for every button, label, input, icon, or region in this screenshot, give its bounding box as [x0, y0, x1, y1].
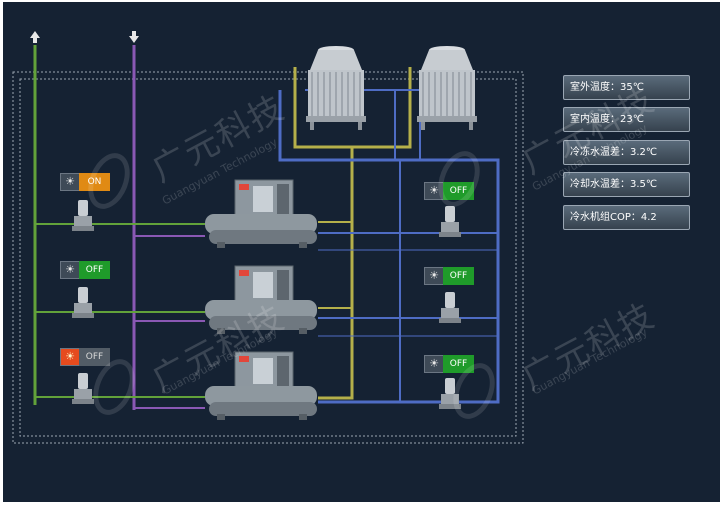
right-pump-3[interactable]	[437, 378, 463, 410]
left-pump-3[interactable]	[70, 373, 96, 405]
left-pump-3-switch[interactable]: ☀ OFF	[60, 348, 110, 366]
left-pump-1-switch[interactable]: ☀ ON	[60, 173, 110, 191]
light-bulb-icon: ☀	[60, 173, 80, 191]
right-pump-3-switch[interactable]: ☀ OFF	[424, 355, 474, 373]
up-arrow-icon	[30, 31, 40, 43]
right-pump-1-switch[interactable]: ☀ OFF	[424, 182, 474, 200]
indoor-temperature-readout: 室内温度：23℃	[563, 107, 690, 132]
left-pump-1-state: ON	[79, 173, 110, 191]
plant-boundary-inner	[19, 78, 517, 437]
chiller-cop-readout: 冷水机组COP：4.2	[563, 205, 690, 230]
chiller-3[interactable]	[203, 350, 323, 422]
down-arrow-icon	[129, 31, 139, 43]
cooling-water-loop-b	[352, 67, 412, 149]
left-pump-2-state: OFF	[79, 261, 110, 279]
cooling-water-delta-readout: 冷却水温差：3.5℃	[563, 172, 690, 197]
right-pump-2-state: OFF	[443, 267, 474, 285]
left-pump-2[interactable]	[70, 287, 96, 319]
chilled-water-loop-a	[278, 90, 500, 404]
right-pump-1-state: OFF	[443, 182, 474, 200]
chiller-1[interactable]	[203, 178, 323, 250]
outdoor-temperature-readout: 室外温度：35℃	[563, 75, 690, 100]
plant-boundary	[12, 71, 524, 444]
left-pump-1[interactable]	[70, 200, 96, 232]
chiller-2[interactable]	[203, 264, 323, 336]
cooling-tower-1[interactable]	[302, 42, 370, 130]
cooling-tower-2[interactable]	[413, 42, 481, 130]
chilled-water-delta-readout: 冷冻水温差：3.2℃	[563, 140, 690, 165]
light-bulb-icon: ☀	[424, 355, 444, 373]
light-bulb-icon: ☀	[60, 261, 80, 279]
right-pump-1[interactable]	[437, 206, 463, 238]
right-pump-3-state: OFF	[443, 355, 474, 373]
alarm-bulb-icon: ☀	[60, 348, 80, 366]
light-bulb-icon: ☀	[424, 267, 444, 285]
left-pump-2-switch[interactable]: ☀ OFF	[60, 261, 110, 279]
right-pump-2-switch[interactable]: ☀ OFF	[424, 267, 474, 285]
left-pump-3-state: OFF	[79, 348, 110, 366]
light-bulb-icon: ☀	[424, 182, 444, 200]
right-pump-2[interactable]	[437, 292, 463, 324]
